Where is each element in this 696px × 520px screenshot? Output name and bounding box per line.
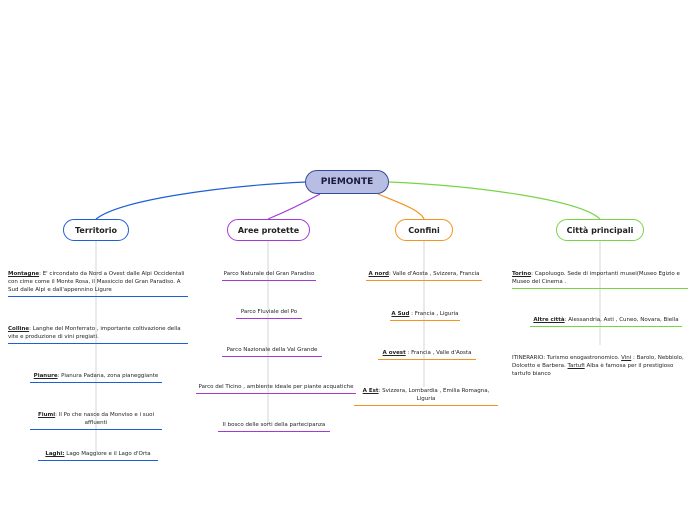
topic-confini[interactable]: Confini xyxy=(395,219,453,241)
leaf-label: Laghi: xyxy=(45,451,65,457)
leaf-altre-citta[interactable]: Altre città: Alessandria, Asti , Cuneo, … xyxy=(530,316,682,327)
leaf-est[interactable]: A Est: Svizzera, Lombardia , Emilia Roma… xyxy=(354,387,498,406)
leaf-text: Parco Nazionale della Val Grande xyxy=(226,347,318,353)
leaf-label: Colline xyxy=(8,326,30,332)
link-confini xyxy=(377,193,425,220)
leaf-pianure[interactable]: Pianure: Pianura Padana, zona pianeggian… xyxy=(30,372,162,383)
link-citta xyxy=(388,181,601,220)
leaf-fiumi[interactable]: Fiumi: Il Po che nasce da Monviso e i su… xyxy=(30,411,162,430)
topic-territorio[interactable]: Territorio xyxy=(63,219,129,241)
leaf-label: Pianure xyxy=(33,373,58,379)
leaf-nord[interactable]: A nord: Valle d'Aosta , Svizzera, Franci… xyxy=(366,270,482,281)
leaf-text: Parco del Ticino , ambiente ideale per p… xyxy=(198,384,354,390)
topic-label: Confini xyxy=(408,225,440,235)
leaf-gran-paradiso[interactable]: Parco Naturale del Gran Paradiso xyxy=(222,270,316,281)
leaf-label: A nord xyxy=(368,271,389,277)
leaf-torino[interactable]: Torino: Capoluogo. Sede di importanti mu… xyxy=(512,270,688,289)
leaf-text: Parco Naturale del Gran Paradiso xyxy=(223,271,315,277)
leaf-text: : E' circondato da Nord a Ovest dalle Al… xyxy=(8,271,185,293)
leaf-label: Montagne xyxy=(8,271,40,277)
leaf-ovest[interactable]: A ovest : Francia , Valle d'Aosta xyxy=(378,349,476,360)
leaf-montagne[interactable]: Montagne: E' circondato da Nord a Ovest … xyxy=(8,270,188,297)
topic-label: Città principali xyxy=(566,225,634,235)
leaf-colline[interactable]: Colline: Langhe del Monferrato , importa… xyxy=(8,325,188,344)
leaf-itinerario[interactable]: ITINERARIO: Turismo enogastronomico. Vin… xyxy=(512,354,688,378)
leaf-text: Lago Maggiore e il Lago d'Orta xyxy=(64,451,151,457)
leaf-label: Fiumi xyxy=(37,412,56,418)
leaf-val-grande[interactable]: Parco Nazionale della Val Grande xyxy=(222,346,322,357)
leaf-text: : Alessandria, Asti , Cuneo, Novara, Bie… xyxy=(564,317,679,323)
root-node[interactable]: PIEMONTE xyxy=(305,170,389,194)
leaf-label: Altre città xyxy=(533,317,565,323)
leaf-label: A ovest xyxy=(382,350,406,356)
leaf-text: : Langhe del Monferrato , importante col… xyxy=(8,326,181,340)
leaf-text: : Il Po che nasce da Monviso e i suoi af… xyxy=(55,412,155,426)
leaf-text: : Valle d'Aosta , Svizzera, Francia xyxy=(388,271,480,277)
topic-citta[interactable]: Città principali xyxy=(556,219,644,241)
link-territorio xyxy=(95,181,307,220)
leaf-bosco[interactable]: Il bosco delle sorti della partecipanza xyxy=(218,421,330,432)
leaf-label: Torino xyxy=(512,271,532,277)
topic-label: Aree protette xyxy=(237,225,300,235)
leaf-sud[interactable]: A Sud : Francia , Liguria xyxy=(390,310,460,321)
leaf-vini: Vini xyxy=(621,355,632,361)
leaf-ticino[interactable]: Parco del Ticino , ambiente ideale per p… xyxy=(196,383,356,394)
leaf-laghi[interactable]: Laghi: Lago Maggiore e il Lago d'Orta xyxy=(38,450,158,461)
leaf-text: Parco Fluviale del Po xyxy=(240,309,298,315)
leaf-text: : Francia , Liguria xyxy=(409,311,459,317)
leaf-parco-fluviale[interactable]: Parco Fluviale del Po xyxy=(236,308,302,319)
leaf-text: Il bosco delle sorti della partecipanza xyxy=(222,422,326,428)
leaf-tartufi: Tartufi xyxy=(567,363,585,369)
topic-label: Territorio xyxy=(75,225,117,235)
leaf-text: : Francia , Valle d'Aosta xyxy=(405,350,472,356)
leaf-text: Alba è famosa per il prestigioso tartufo… xyxy=(512,363,674,377)
link-aree xyxy=(267,193,321,220)
leaf-label: A Est xyxy=(362,388,379,394)
leaf-text: : Svizzera, Lombardia , Emilia Romagna, … xyxy=(378,388,490,402)
topic-aree-protette[interactable]: Aree protette xyxy=(227,219,310,241)
root-label: PIEMONTE xyxy=(320,177,374,187)
leaf-text: : Barolo, Nebbiolo, Dolcetto e Barbera. xyxy=(512,355,684,369)
leaf-text: ITINERARIO: Turismo enogastronomico. xyxy=(512,355,622,361)
leaf-text: : Capoluogo. Sede di importanti musei(Mu… xyxy=(512,271,680,285)
leaf-text: : Pianura Padana, zona pianeggiante xyxy=(57,373,159,379)
leaf-label: A Sud xyxy=(391,311,410,317)
